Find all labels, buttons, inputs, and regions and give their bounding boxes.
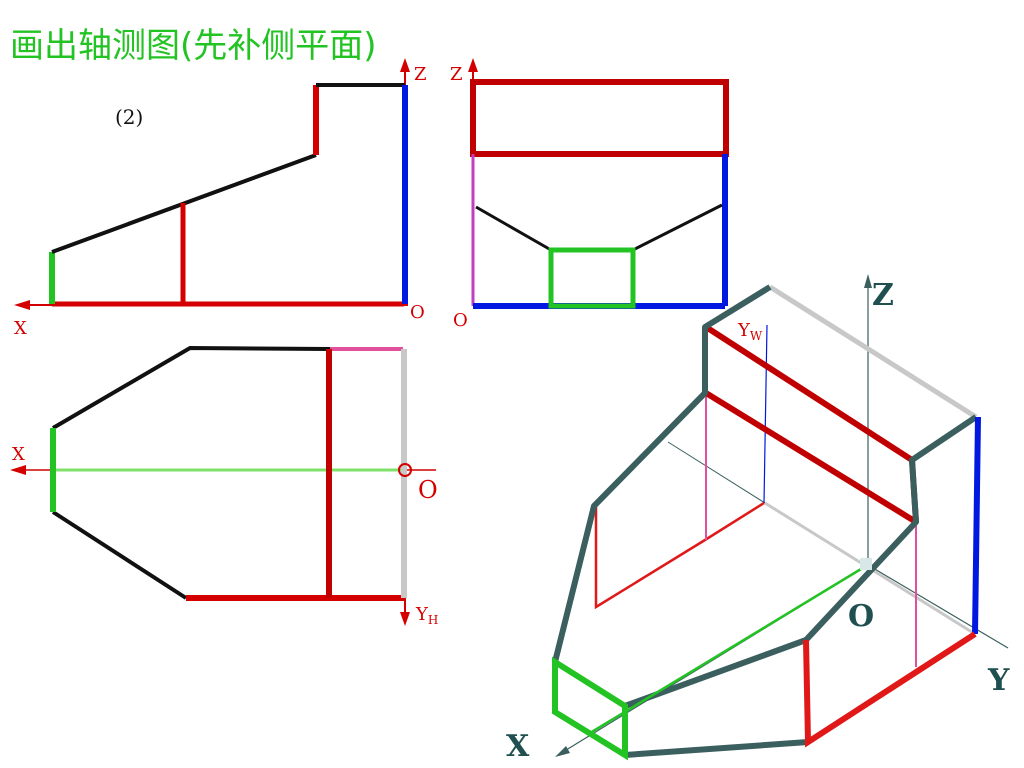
iso-axis-x-label: X (506, 729, 530, 764)
top-upper-outline (51, 345, 331, 430)
side-right-slope (632, 203, 723, 252)
iso-axis-yw-subscript: W (750, 329, 763, 343)
top-axis-yh-arrow (400, 612, 410, 626)
iso-blue-right-edge (972, 416, 981, 635)
iso-green-slot (552, 656, 628, 761)
iso-axis-x-arrow (555, 746, 570, 757)
iso-side-profile (594, 501, 765, 610)
iso-axis-y-label: Y (987, 663, 1010, 698)
side-left-slope (475, 205, 552, 252)
iso-side-blue-line (763, 324, 768, 504)
iso-axis-y-line (867, 564, 1009, 649)
front-axis-x-arrow (14, 300, 30, 310)
iso-top-back-edge (768, 284, 978, 420)
top-lower-slope (51, 510, 188, 600)
top-origin-label: O (418, 476, 438, 504)
iso-right-outline (623, 414, 978, 709)
front-axis-z-arrow (400, 58, 410, 72)
side-top-rectangle (470, 79, 729, 157)
side-center-slot (548, 247, 636, 309)
iso-red-lower-edge (704, 390, 918, 525)
isometric-view: Z O Y X YW (506, 274, 1010, 764)
front-axis-x-label: X (14, 318, 27, 339)
iso-origin-marker (860, 558, 872, 570)
iso-axis-z-label: Z (872, 278, 894, 313)
top-axis-yh-letter: Y (415, 604, 429, 625)
iso-origin-label: O (848, 599, 874, 634)
side-axis-z-arrow (468, 58, 478, 72)
iso-bottom-outline (624, 739, 809, 758)
iso-axis-z-arrow (864, 274, 872, 288)
side-axis-z-label: Z (450, 64, 463, 85)
iso-axis-yw-letter: Y (737, 320, 751, 341)
top-axis-yh-subscript: H (428, 613, 438, 627)
top-axis-x-label: X (12, 444, 25, 465)
iso-green-center-line (589, 564, 867, 735)
top-axis-yh-label: YH (415, 604, 438, 627)
page-title: 画出轴测图(先补侧平面) (10, 26, 377, 66)
iso-hidden-diagonal (667, 441, 766, 504)
side-view: Z O (450, 58, 729, 331)
iso-red-upper-edge (704, 324, 914, 463)
side-origin-label: O (453, 310, 468, 331)
iso-main-outline (552, 284, 772, 663)
front-view: (2) X Z O (14, 58, 427, 339)
top-view: X O YH (10, 345, 438, 627)
front-axis-z-label: Z (414, 64, 427, 85)
front-origin-label: O (410, 302, 425, 323)
iso-axis-yw-label: YW (737, 320, 763, 343)
problem-number: (2) (115, 105, 143, 129)
iso-red-bottom (803, 631, 977, 748)
top-origin-marker (398, 463, 412, 477)
top-axis-x-arrow (10, 465, 26, 475)
